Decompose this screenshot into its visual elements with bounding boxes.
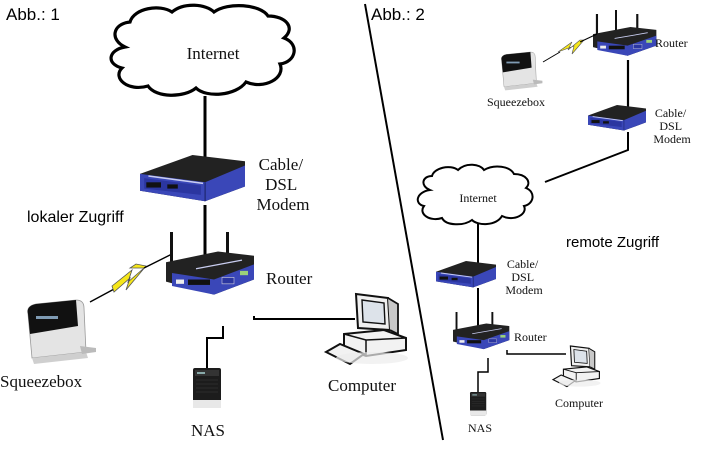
scenario-label-local: lokaler Zugriff bbox=[27, 209, 124, 226]
modem-bottom-device bbox=[435, 260, 497, 288]
squeezebox-remote-label: Squeezebox bbox=[487, 95, 545, 109]
figure1-caption: Abb.: 1 bbox=[6, 5, 60, 24]
router-top-label: Router bbox=[655, 36, 688, 50]
internet-label: Internet bbox=[187, 44, 240, 63]
squeezebox-label: Squeezebox bbox=[0, 372, 83, 391]
modem-bottom-label: Cable/ DSL Modem bbox=[505, 257, 543, 297]
computer-remote-label: Computer bbox=[555, 396, 603, 410]
wireless-link bbox=[89, 253, 173, 303]
router-top-device bbox=[592, 13, 657, 57]
nas-device bbox=[192, 367, 222, 409]
modem-label: Cable/ DSL Modem bbox=[257, 155, 310, 214]
link-router-nas bbox=[206, 326, 224, 370]
modem-top-device bbox=[587, 104, 647, 131]
computer-device bbox=[325, 293, 409, 365]
computer-remote-device bbox=[552, 345, 602, 388]
modem-top-label: Cable/ DSL Modem bbox=[653, 106, 691, 146]
figure2-caption: Abb.: 2 bbox=[371, 5, 425, 24]
link-router-computer bbox=[253, 316, 355, 320]
computer-label: Computer bbox=[328, 376, 396, 395]
internet-cloud-remote: Internet bbox=[416, 163, 534, 226]
nas-label: NAS bbox=[191, 421, 225, 440]
internet-remote-label: Internet bbox=[459, 191, 497, 205]
link-modem-top-internet bbox=[544, 132, 629, 183]
link-router-bottom-computer bbox=[506, 350, 566, 355]
nas-remote-label: NAS bbox=[468, 421, 492, 435]
link-router-bottom-nas bbox=[477, 358, 489, 392]
scenario-label-remote: remote Zugriff bbox=[566, 234, 660, 251]
nas-remote-device bbox=[469, 391, 487, 416]
router-bottom-label: Router bbox=[514, 330, 547, 344]
router-bottom-device bbox=[452, 311, 510, 350]
modem-device bbox=[139, 154, 246, 202]
router-label: Router bbox=[266, 269, 313, 288]
squeezebox-device bbox=[27, 299, 97, 365]
squeezebox-remote-icon bbox=[501, 51, 543, 91]
router-device bbox=[165, 231, 255, 296]
internet-cloud: Internet bbox=[109, 3, 296, 97]
squeezebox-remote-device bbox=[542, 33, 598, 63]
divider-line bbox=[364, 3, 444, 441]
